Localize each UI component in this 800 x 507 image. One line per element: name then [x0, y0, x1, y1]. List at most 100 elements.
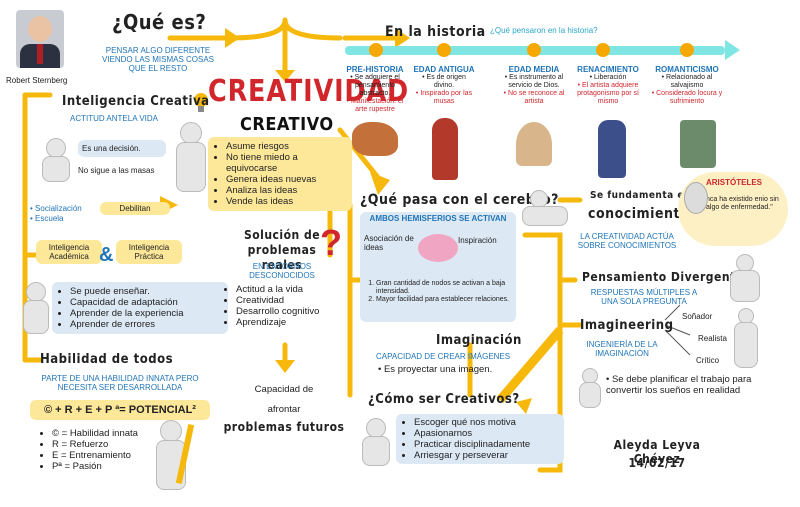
cerebro-list: Gran cantidad de nodos se activan a baja…	[364, 280, 514, 304]
solucion-subtitle: EN ENTORNOS DESCONOCIDOS	[249, 262, 315, 280]
que-es-title: ¿Qué es?	[112, 10, 207, 34]
creativo-item: Vende las ideas	[226, 196, 346, 207]
inteligencia-academica-box: Inteligencia Académica	[36, 240, 102, 264]
inteligencia-item: Aprender de errores	[70, 319, 222, 330]
asociacion-text: Asociación de ideas	[364, 234, 414, 252]
inteligencia-title: Inteligencia Creativa	[62, 94, 210, 109]
solucion-item: Actitud a la vida	[236, 284, 342, 295]
main-title: CREATIVIDAD	[208, 74, 410, 109]
creativo-item: No tiene miedo a equivocarse	[226, 152, 346, 174]
imagineering-title: Imagineering	[580, 318, 674, 333]
medieval-relief-image	[516, 122, 552, 166]
bison-image	[352, 122, 398, 156]
question-mark-icon: ?	[320, 222, 342, 263]
solucion-item: Desarrollo cognitivo	[236, 306, 342, 317]
inteligencia-item: Capacidad de adaptación	[70, 297, 222, 308]
aristoteles-bust-image	[684, 182, 708, 214]
creativo-list-box: Asume riesgos No tiene miedo a equivocar…	[208, 137, 352, 211]
brain-icon	[418, 234, 458, 262]
thinking-figure-image	[38, 138, 72, 182]
arms-figure-image	[724, 254, 764, 302]
era-prehistoria: PRE-HISTORIA • Se adquiere el pensamient…	[346, 65, 404, 114]
formula-legend: © = Habilidad innata R = Refuerzo E = En…	[40, 428, 150, 472]
divergente-title: Pensamiento Divergente	[582, 270, 744, 284]
conocimientos-title2: conocimientos	[588, 206, 698, 222]
imaginacion-title: Imaginación	[436, 333, 522, 348]
legend-item: R = Refuerzo	[52, 439, 150, 450]
portrait-caption: Robert Sternberg	[6, 76, 68, 85]
solucion-list: Actitud a la vida Creatividad Desarrollo…	[224, 284, 342, 328]
socializacion-text: • Socialización	[30, 204, 82, 213]
pencil-figure-image	[146, 420, 196, 494]
como-title: ¿Cómo ser Creativos?	[368, 392, 520, 407]
formula-box: © + R + E + P ª= POTENCIAL²	[30, 400, 210, 420]
inspiracion-text: Inspiración	[458, 236, 497, 245]
role-critico: Crítico	[696, 356, 720, 365]
lightbulb-icon	[194, 93, 208, 112]
debilitan-arrow: Debilitan	[100, 202, 170, 215]
historia-title: En la historia	[385, 24, 486, 40]
legend-item: E = Entrenamiento	[52, 450, 150, 461]
standing-figure-image	[170, 122, 210, 192]
timeline-dot-prehistoria	[369, 43, 383, 57]
solucion-item: Aprendizaje	[236, 317, 342, 328]
historia-subtitle: ¿Qué pensaron en la historia?	[490, 26, 598, 35]
que-es-text: PENSAR ALGO DIFERENTE VIENDO LAS MISMAS …	[101, 46, 215, 73]
como-item: Apasionarnos	[414, 428, 558, 439]
inteligencia-practica-box: Inteligencia Práctica	[116, 240, 182, 264]
imaginacion-subtitle: CAPACIDAD DE CREAR IMÁGENES	[376, 352, 511, 361]
imaginacion-item: • Es proyectar una imagen.	[378, 364, 493, 375]
aristoteles-name: ARISTÓTELES	[706, 178, 763, 187]
capacidad-line1: Capacidad de	[254, 384, 314, 395]
timeline-dot-romanticismo	[680, 43, 694, 57]
divergente-subtitle: RESPUESTAS MÚLTIPLES A UNA SOLA PREGUNTA	[590, 288, 698, 306]
era-media: EDAD MEDIA • Es instrumento al servicio …	[503, 65, 565, 106]
habilidad-title: Habilidad de todos	[40, 352, 174, 367]
imagineering-subtitle: INGENIERÍA DE LA IMAGINACIÓN	[586, 340, 658, 358]
creativo-item: Asume riesgos	[226, 141, 346, 152]
inteligencia-item: Aprender de la experiencia	[70, 308, 222, 319]
planner-figure-image	[576, 368, 602, 408]
era-romanticismo: ROMANTICISMO • Relacionado al salvajismo…	[651, 65, 723, 106]
cerebro-item: Mayor facilidad para establecer relacion…	[376, 296, 514, 304]
conocimientos-title1: Se fundamenta en	[590, 190, 691, 201]
thumbs-figure-image	[358, 418, 392, 466]
inteligencia-item: Se puede enseñar.	[70, 286, 222, 297]
solucion-item: Creatividad	[236, 295, 342, 306]
escuela-text: • Escuela	[30, 214, 64, 223]
cerebro-subtitle: AMBOS HEMISFERIOS SE ACTIVAN	[369, 214, 507, 223]
timeline-dot-renacimiento	[596, 43, 610, 57]
timeline-dot-media	[527, 43, 541, 57]
masas-text: No sigue a las masas	[78, 166, 155, 175]
conocimientos-subtitle: LA CREATIVIDAD ACTÚA SOBRE CONOCIMIENTOS	[577, 232, 677, 250]
three-figures-image	[728, 308, 764, 368]
cerebro-box	[360, 212, 516, 322]
como-item: Escoger qué nos motiva	[414, 417, 558, 428]
como-item: Practicar disciplinadamente	[414, 439, 558, 450]
capacidad-line2: afrontar	[267, 404, 301, 415]
cerebro-item: Gran cantidad de nodos se activan a baja…	[376, 280, 514, 296]
lightbulb-figure-image	[20, 282, 50, 334]
sternberg-portrait	[16, 10, 64, 68]
decision-box: Es una decisión.	[78, 140, 166, 157]
solucion-title: Solución de problemas reales	[243, 228, 321, 272]
reading-figure-image	[520, 190, 570, 228]
renaissance-figure-image	[598, 120, 626, 178]
habilidad-subtitle: PARTE DE UNA HABILIDAD INNATA PERO NECES…	[41, 374, 199, 392]
aristoteles-quote: nca ha existido enio sin algo de enferme…	[706, 196, 779, 211]
cerebro-title: ¿Qué pasa con el cerebro?	[360, 192, 559, 208]
creativo-item: Genera ideas nuevas	[226, 174, 346, 185]
van-gogh-image	[680, 120, 716, 168]
inteligencia-subtitle: ACTITUD ANTELA VIDA	[69, 114, 159, 123]
role-realista: Realista	[698, 334, 727, 343]
imagineering-note: • Se debe planificar el trabajo para con…	[606, 374, 752, 396]
era-antigua: EDAD ANTIGUA • Es de origen divino. • In…	[413, 65, 475, 106]
muse-image	[432, 118, 458, 180]
creativo-title: CREATIVO	[240, 114, 334, 135]
legend-item: © = Habilidad innata	[52, 428, 150, 439]
author-date: 14/02/17	[628, 456, 686, 470]
legend-item: Pª = Pasión	[52, 461, 150, 472]
creativo-item: Analiza las ideas	[226, 185, 346, 196]
role-sonador: Soñador	[682, 312, 713, 321]
